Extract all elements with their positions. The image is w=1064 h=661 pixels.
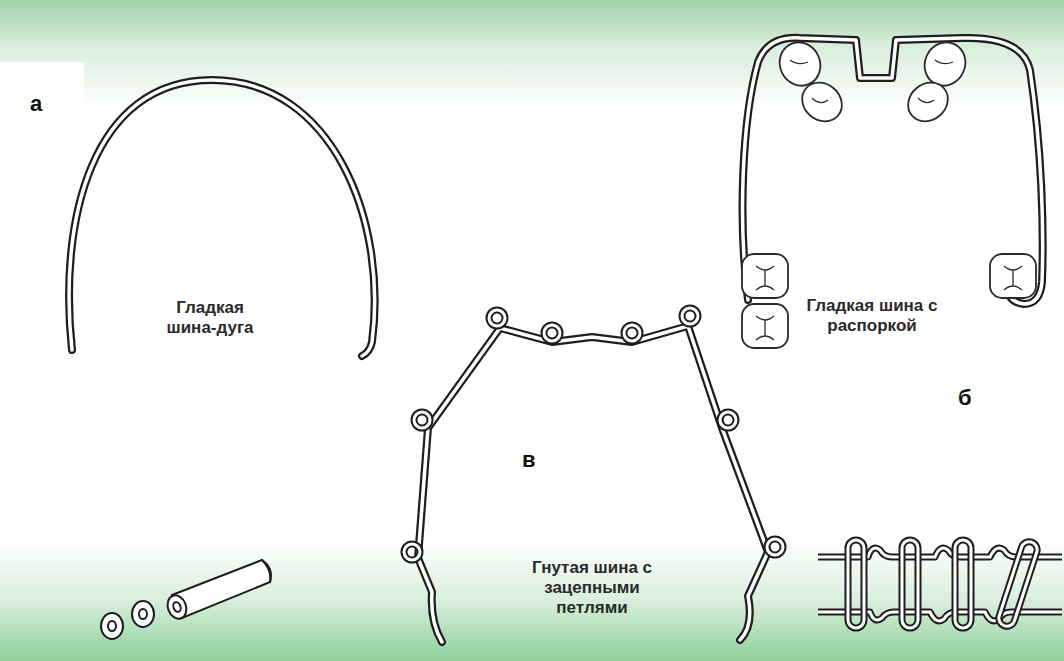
spacer-splint <box>742 36 1043 348</box>
panel-letter: б <box>958 386 972 410</box>
bent-loop-splint <box>404 308 783 642</box>
splint-caption: Гладкая шина-дуга <box>154 298 266 338</box>
splint-caption: Гнутая шина с зацепными петлями <box>521 558 663 618</box>
smooth-arch-splint <box>69 80 375 356</box>
splint-tubes <box>101 560 271 639</box>
intermaxillary-rings <box>818 540 1062 629</box>
letter-ground <box>0 62 84 130</box>
splint-caption: Гладкая шина с распоркой <box>805 296 940 336</box>
panel-letter: в <box>522 448 536 472</box>
panel-letter: а <box>30 92 42 116</box>
